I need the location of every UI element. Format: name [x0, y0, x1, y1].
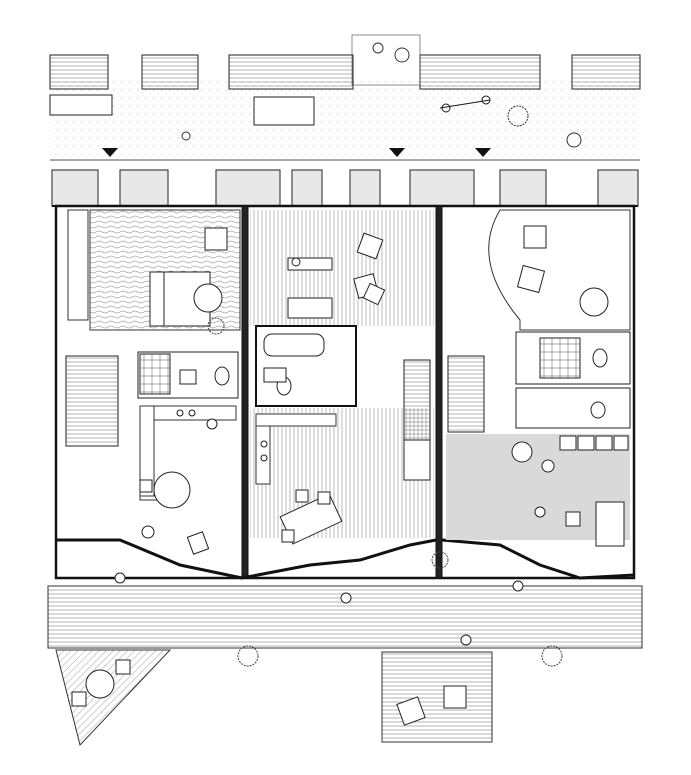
parked-car-4 — [419, 54, 541, 90]
unit-left — [65, 209, 241, 555]
shrub-icon — [207, 317, 563, 667]
bathroom-left — [137, 351, 239, 399]
stairs-middle — [403, 359, 431, 481]
unit-right — [446, 209, 631, 547]
person-figure-icon — [114, 257, 546, 646]
sofa-right — [595, 501, 625, 547]
armchair-left — [204, 227, 228, 251]
stairs-left — [65, 355, 119, 447]
stone-wall — [51, 169, 639, 207]
street-bike — [439, 95, 491, 113]
parked-car-2 — [141, 54, 199, 90]
parked-car-5 — [571, 54, 641, 90]
unit-middle — [250, 210, 434, 545]
bathroom-right-upper — [515, 331, 631, 385]
building-shell — [54, 204, 636, 580]
parked-car-3 — [228, 54, 354, 126]
bathroom-middle — [255, 325, 357, 407]
entry-marker-2-icon — [389, 148, 405, 157]
rear-terrace — [47, 585, 643, 747]
round-table-right-lower — [511, 441, 533, 463]
kitchen-middle — [255, 413, 337, 485]
parked-car-1 — [49, 54, 113, 116]
armchair-right-2 — [516, 264, 546, 294]
terrace-table-left — [85, 669, 115, 699]
chair-left-1 — [139, 479, 153, 493]
armchair-right-1 — [523, 225, 547, 249]
sofa-middle — [287, 297, 333, 319]
entry-marker-1-icon — [102, 148, 118, 157]
round-table-right — [579, 287, 609, 317]
chair-left-2 — [186, 531, 210, 555]
entry-marker-3-icon — [475, 148, 491, 157]
round-table-left — [193, 283, 223, 313]
dining-table-middle — [279, 489, 343, 545]
terrace-chair-right-1 — [396, 696, 426, 726]
lounge-chairs-middle — [353, 232, 386, 306]
bathroom-right-lower — [515, 387, 631, 429]
street-tree-icon — [181, 105, 582, 148]
cabinet-row-right — [559, 435, 629, 451]
stairs-right — [447, 355, 485, 433]
street-strip — [50, 80, 640, 161]
terrace-chair-right-2 — [443, 685, 467, 709]
planter-top — [351, 34, 421, 86]
dining-table-left — [153, 471, 191, 509]
